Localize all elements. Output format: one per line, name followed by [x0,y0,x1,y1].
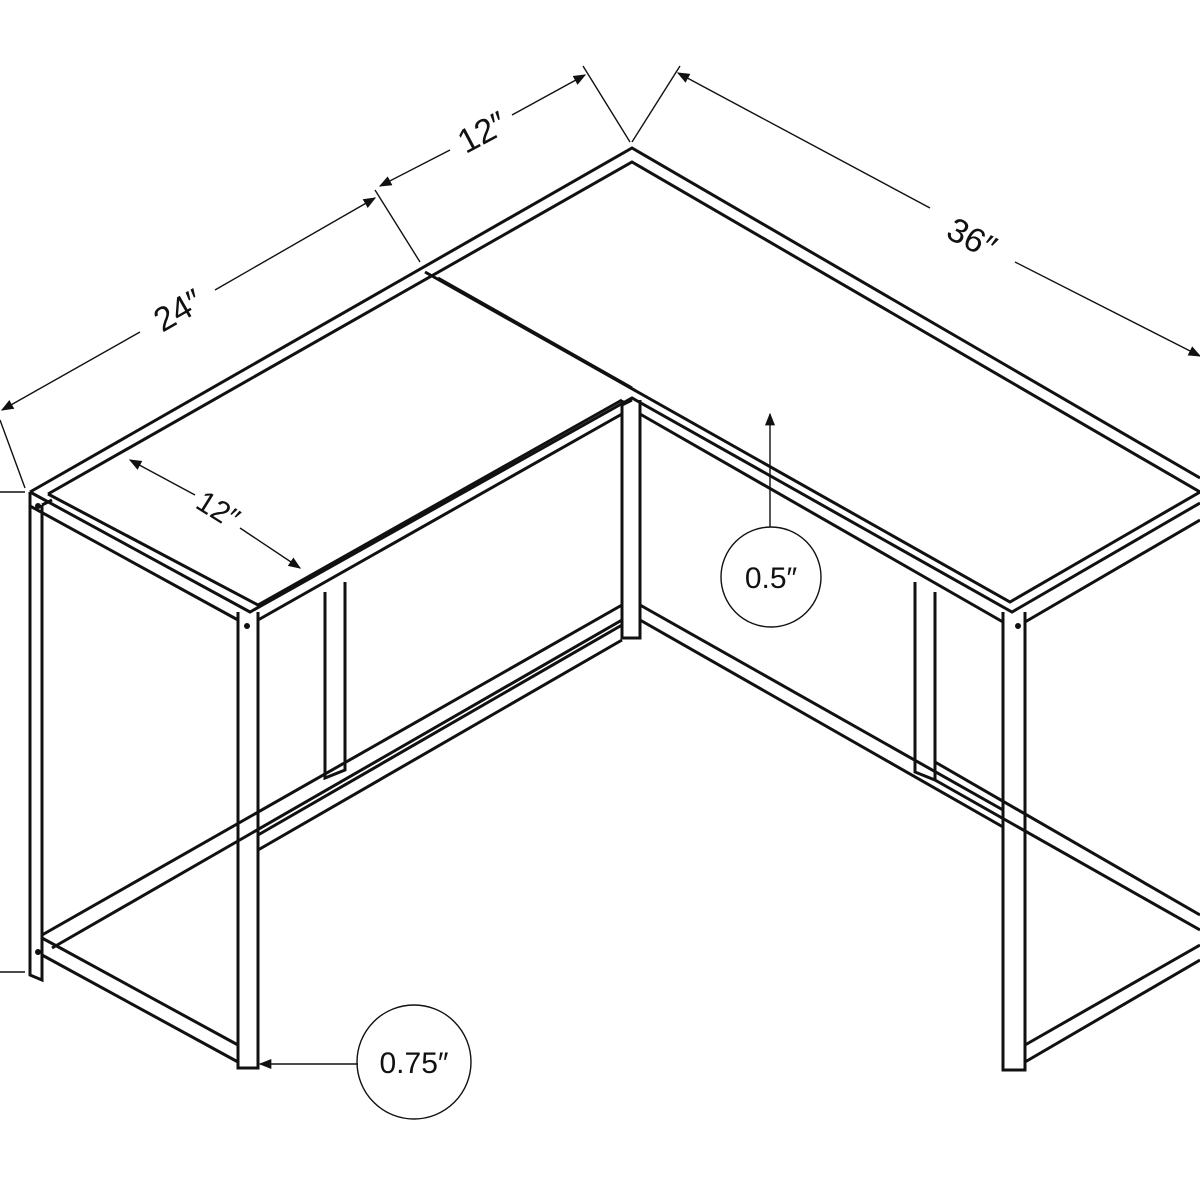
label-0-75: 0.75″ [379,1047,448,1080]
left-front-stretcher [257,623,623,852]
left-back-leg [28,492,53,983]
tabletop-inner-edge [47,160,1200,496]
middle-post-left [323,582,347,781]
dim-12-depth-line-b [239,527,302,569]
front-right-leg [1001,612,1027,1072]
left-back-stretcher [41,603,623,950]
bolt-icon [244,623,250,629]
label-12-depth: 12″ [190,485,245,536]
stretchers [41,603,1200,1064]
right-front-stretcher [639,603,1004,829]
panel-seam-inner [437,276,633,390]
callout-circle-0-75 [356,1004,472,1120]
bolt-icon [1015,623,1021,629]
callout-circle-0-5 [720,526,822,628]
tabletop-outer-edge [29,146,1200,494]
dim-12-top-line-b [511,74,587,116]
dim-12-top-line-a [378,149,451,187]
dim-24-line-b [214,197,377,291]
dim-12-depth-line-a [128,459,196,496]
dimension-lines [0,65,1200,1120]
left-wing-front [29,396,1200,614]
bolt-icon [35,949,41,955]
bolt-icon [35,503,41,509]
label-36: 36″ [941,210,1003,267]
dim-36-line-a [676,72,931,209]
right-back-stretcher [934,760,1200,932]
label-0-5: 0.5″ [745,562,798,595]
label-12-top: 12″ [452,104,514,161]
inner-corner-leg [620,398,642,640]
right-side-stretcher [1024,943,1200,1064]
front-edge-thickness [29,412,1200,624]
left-side-stretcher [41,936,239,1064]
middle-post-right [913,582,937,783]
dim-36-line-b [1014,261,1200,357]
panel-seam [424,270,1200,604]
dim-24-line-a [0,331,141,411]
label-24: 24″ [147,282,209,340]
tabletop [29,146,1200,624]
left-wing-front-inner [47,398,623,607]
extension-line [0,65,681,973]
legs [28,398,1027,1072]
